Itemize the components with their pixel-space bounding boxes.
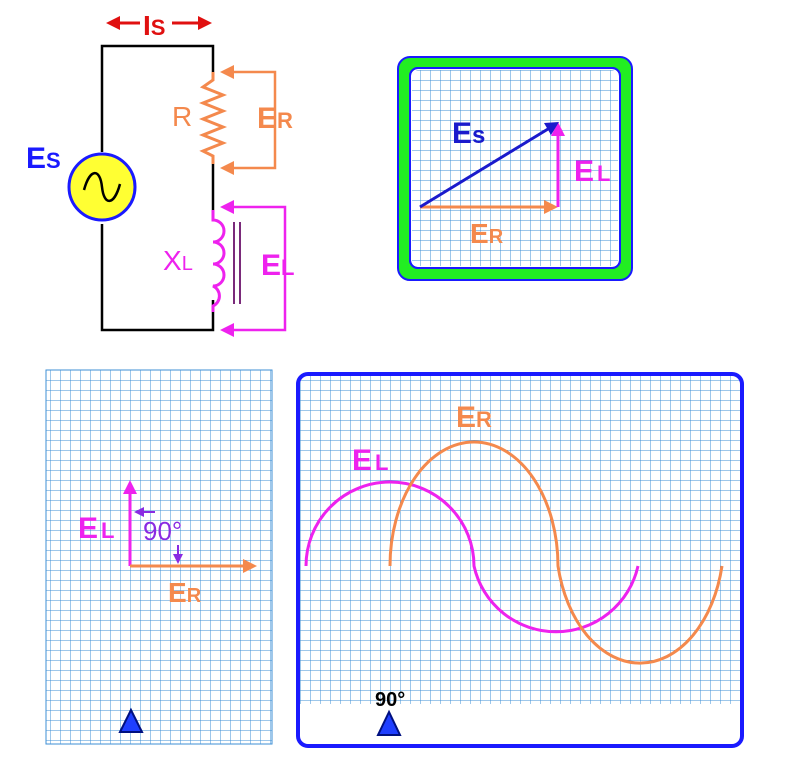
vector-er — [420, 200, 558, 214]
current-arrow — [106, 16, 212, 30]
inductor-label: XL — [163, 245, 193, 276]
resistor-symbol — [198, 72, 228, 164]
vector-es-label: Es — [452, 117, 485, 150]
er-label: ER — [257, 102, 293, 135]
er-bracket-arrow — [220, 65, 277, 175]
source-label: ES — [26, 142, 61, 175]
inductor-symbol — [211, 210, 226, 312]
el-label: EL — [261, 249, 294, 282]
wave-er — [388, 440, 724, 665]
angle-label: 90° — [143, 516, 182, 546]
phasor-er-label: ER — [168, 577, 202, 608]
phasor-el-arrow — [123, 480, 137, 566]
current-label: IS — [143, 10, 165, 41]
el-bracket-arrow — [220, 200, 287, 337]
resistor-label: R — [172, 101, 192, 132]
vector-es — [419, 122, 559, 209]
phasor-er-arrow — [130, 559, 257, 573]
vector-er-label: ER — [470, 218, 504, 249]
wave-marker-triangle — [376, 709, 402, 736]
phasor-marker-triangle — [118, 707, 144, 733]
inductor-core — [233, 222, 241, 304]
vector-el — [551, 122, 565, 207]
wave-el — [304, 480, 640, 634]
circuit-wires — [100, 44, 215, 332]
circuit: IS R ER XL EL — [26, 10, 294, 337]
wave-marker-label: 90° — [375, 689, 405, 711]
wave-er-label: ER — [456, 401, 492, 434]
angle-arrows — [134, 507, 183, 564]
ac-source-icon — [67, 152, 137, 222]
